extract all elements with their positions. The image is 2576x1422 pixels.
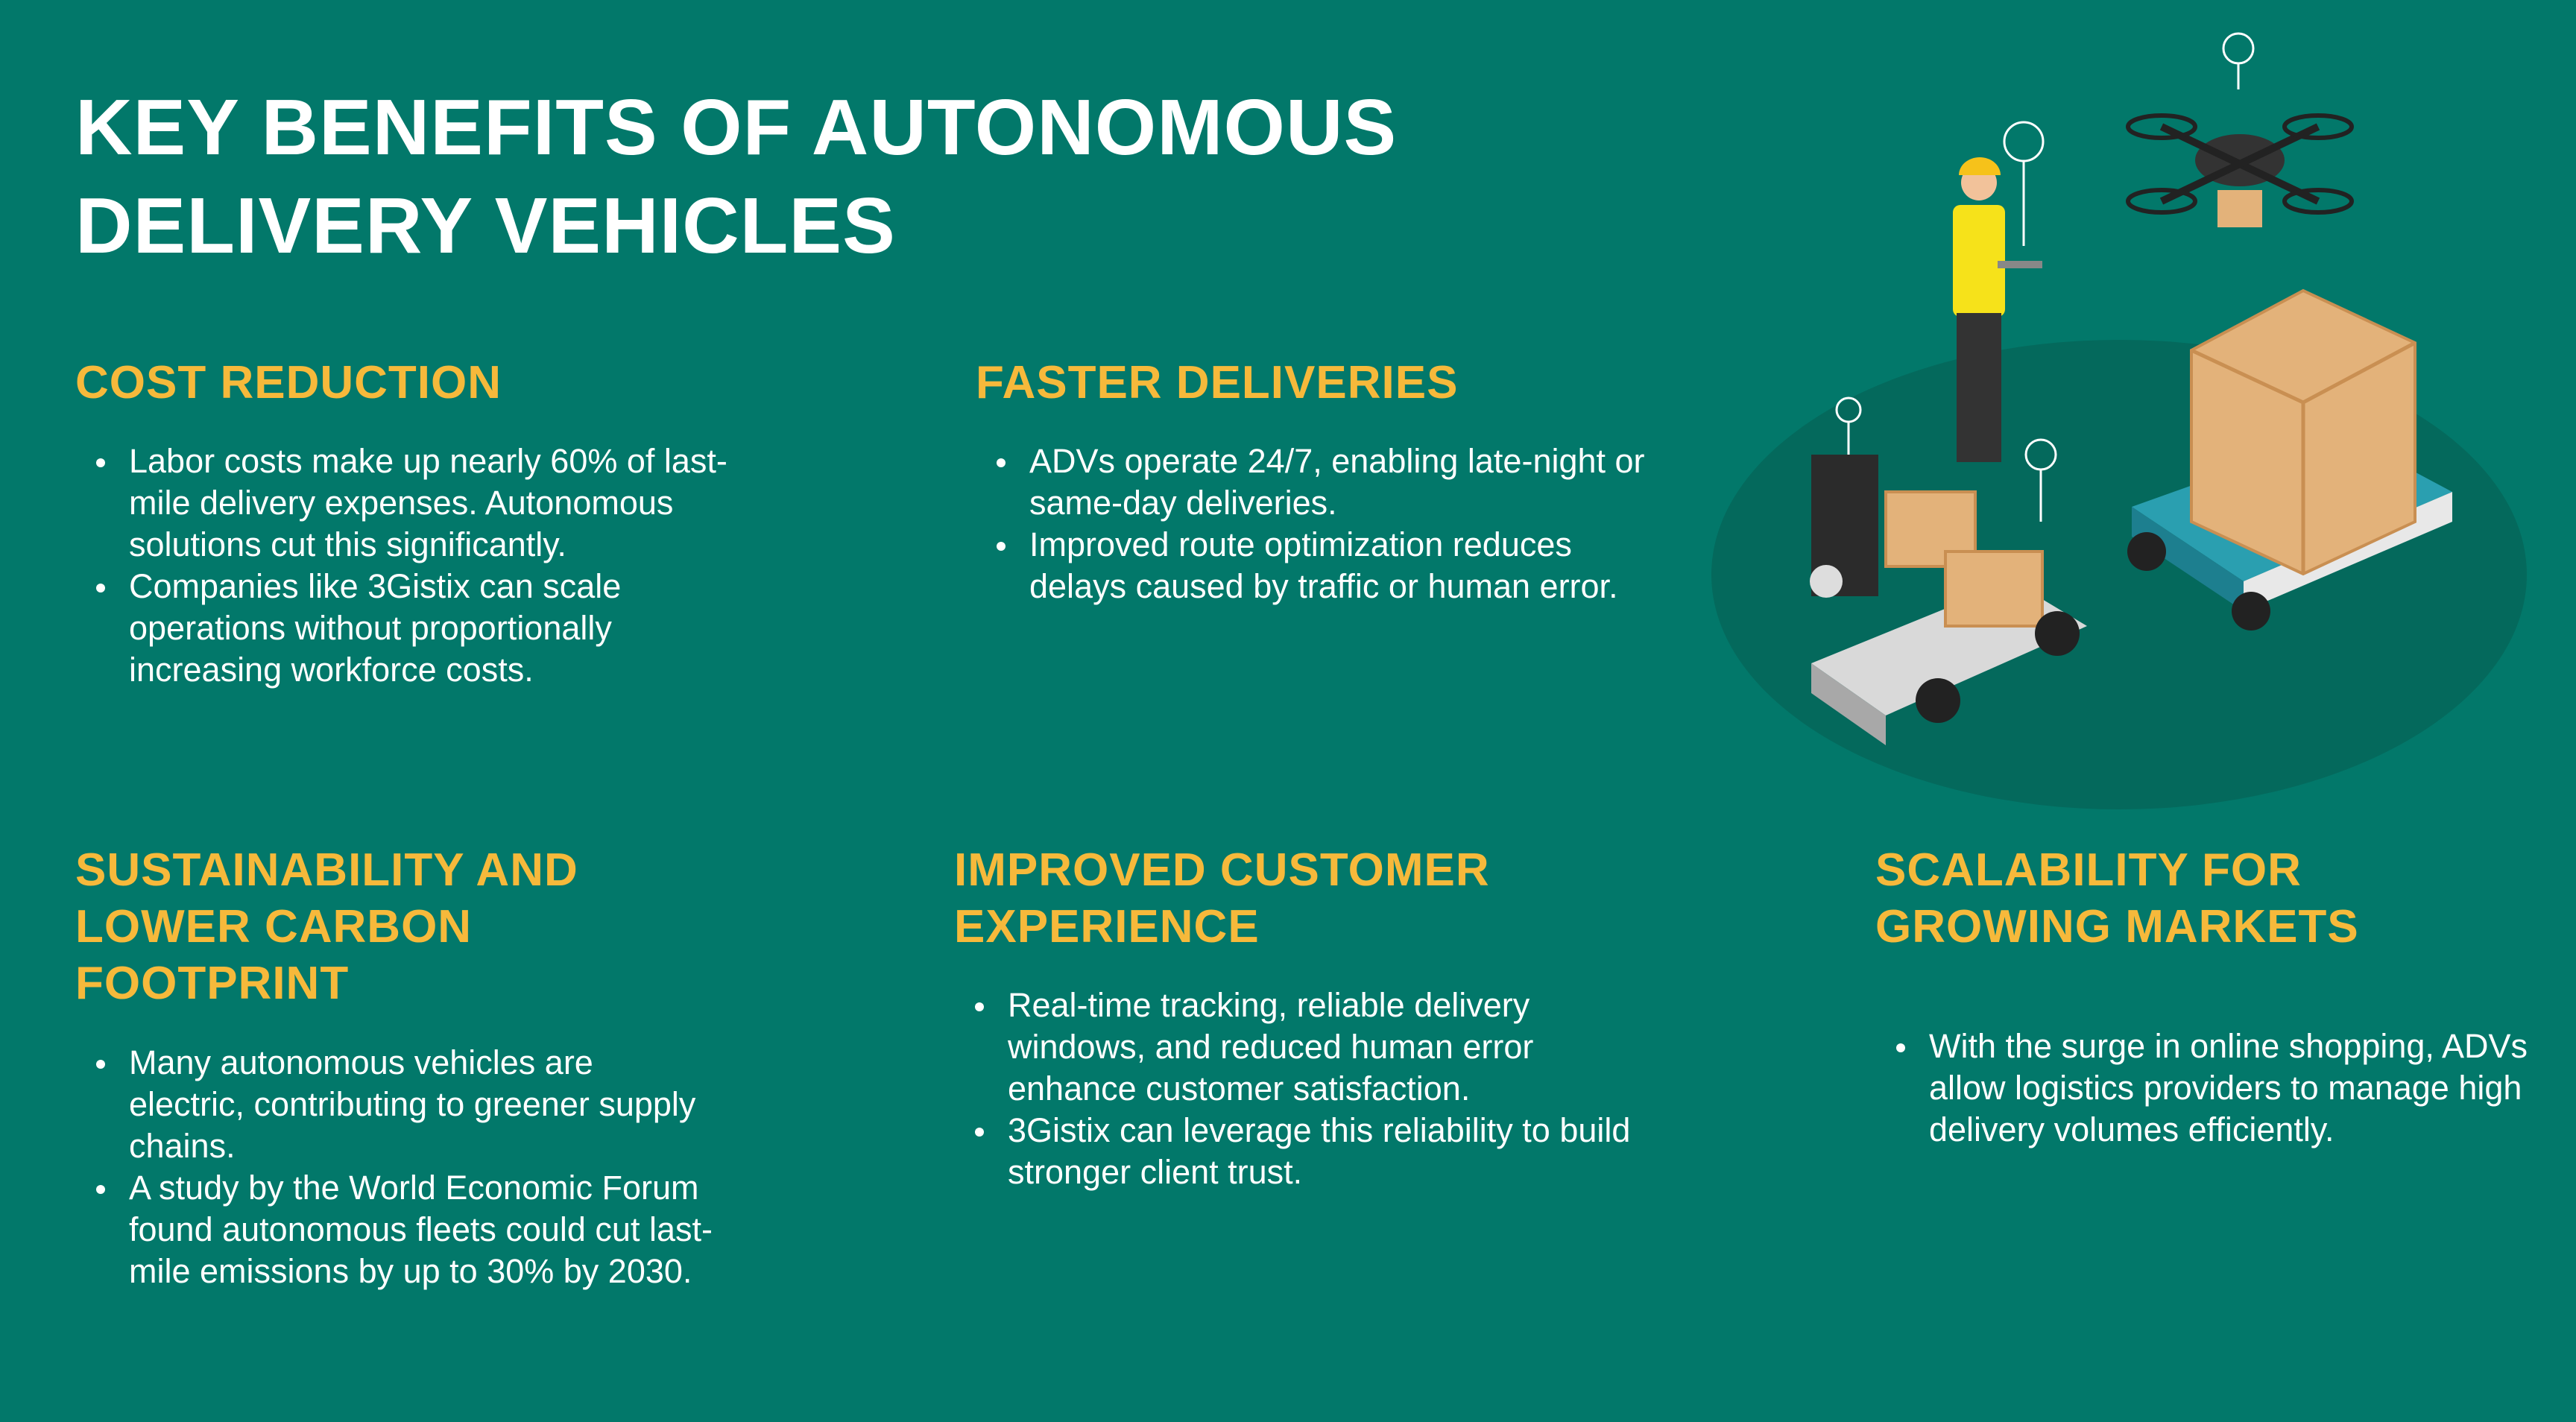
worker-icon xyxy=(1953,157,2042,462)
heading-customer-experience: IMPROVED CUSTOMER EXPERIENCE xyxy=(954,844,1490,952)
list-item: Many autonomous vehicles are electric, c… xyxy=(75,1042,716,1167)
title-line-2: DELIVERY VEHICLES xyxy=(75,182,896,270)
autonomous-delivery-illustration xyxy=(1711,32,2527,809)
list-item: Improved route optimization reduces dela… xyxy=(976,524,1647,607)
heading-faster-deliveries: FASTER DELIVERIES xyxy=(976,357,1459,408)
sustainability-list: Many autonomous vehicles are electric, c… xyxy=(75,1042,716,1292)
heading-cost-reduction: COST REDUCTION xyxy=(75,357,502,408)
delivery-cart-icon xyxy=(2127,288,2452,631)
faster-deliveries-list: ADVs operate 24/7, enabling late-night o… xyxy=(976,440,1647,607)
title-line-1: KEY BENEFITS OF AUTONOMOUS xyxy=(75,83,1398,171)
delivery-robot-icon xyxy=(1810,455,2087,745)
list-item: Labor costs make up nearly 60% of last-m… xyxy=(75,440,731,566)
heading-sustainability: SUSTAINABILITY AND LOWER CARBON FOOTPRIN… xyxy=(75,844,578,1009)
cost-reduction-list: Labor costs make up nearly 60% of last-m… xyxy=(75,440,731,691)
wifi-signal-icon xyxy=(1835,32,2255,522)
page-title: KEY BENEFITS OF AUTONOMOUS DELIVERY VEHI… xyxy=(75,78,1397,275)
list-item: ADVs operate 24/7, enabling late-night o… xyxy=(976,440,1647,524)
list-item: With the surge in online shopping, ADVs … xyxy=(1875,1026,2531,1151)
list-item: 3Gistix can leverage this reliability to… xyxy=(954,1110,1647,1193)
list-item: Real-time tracking, reliable delivery wi… xyxy=(954,985,1647,1110)
heading-scalability: SCALABILITY FOR GROWING MARKETS xyxy=(1875,844,2359,952)
drone-icon xyxy=(2126,113,2354,227)
list-item: A study by the World Economic Forum foun… xyxy=(75,1167,716,1292)
customer-experience-list: Real-time tracking, reliable delivery wi… xyxy=(954,985,1647,1193)
list-item: Companies like 3Gistix can scale operati… xyxy=(75,566,731,691)
scalability-list: With the surge in online shopping, ADVs … xyxy=(1875,1026,2531,1151)
